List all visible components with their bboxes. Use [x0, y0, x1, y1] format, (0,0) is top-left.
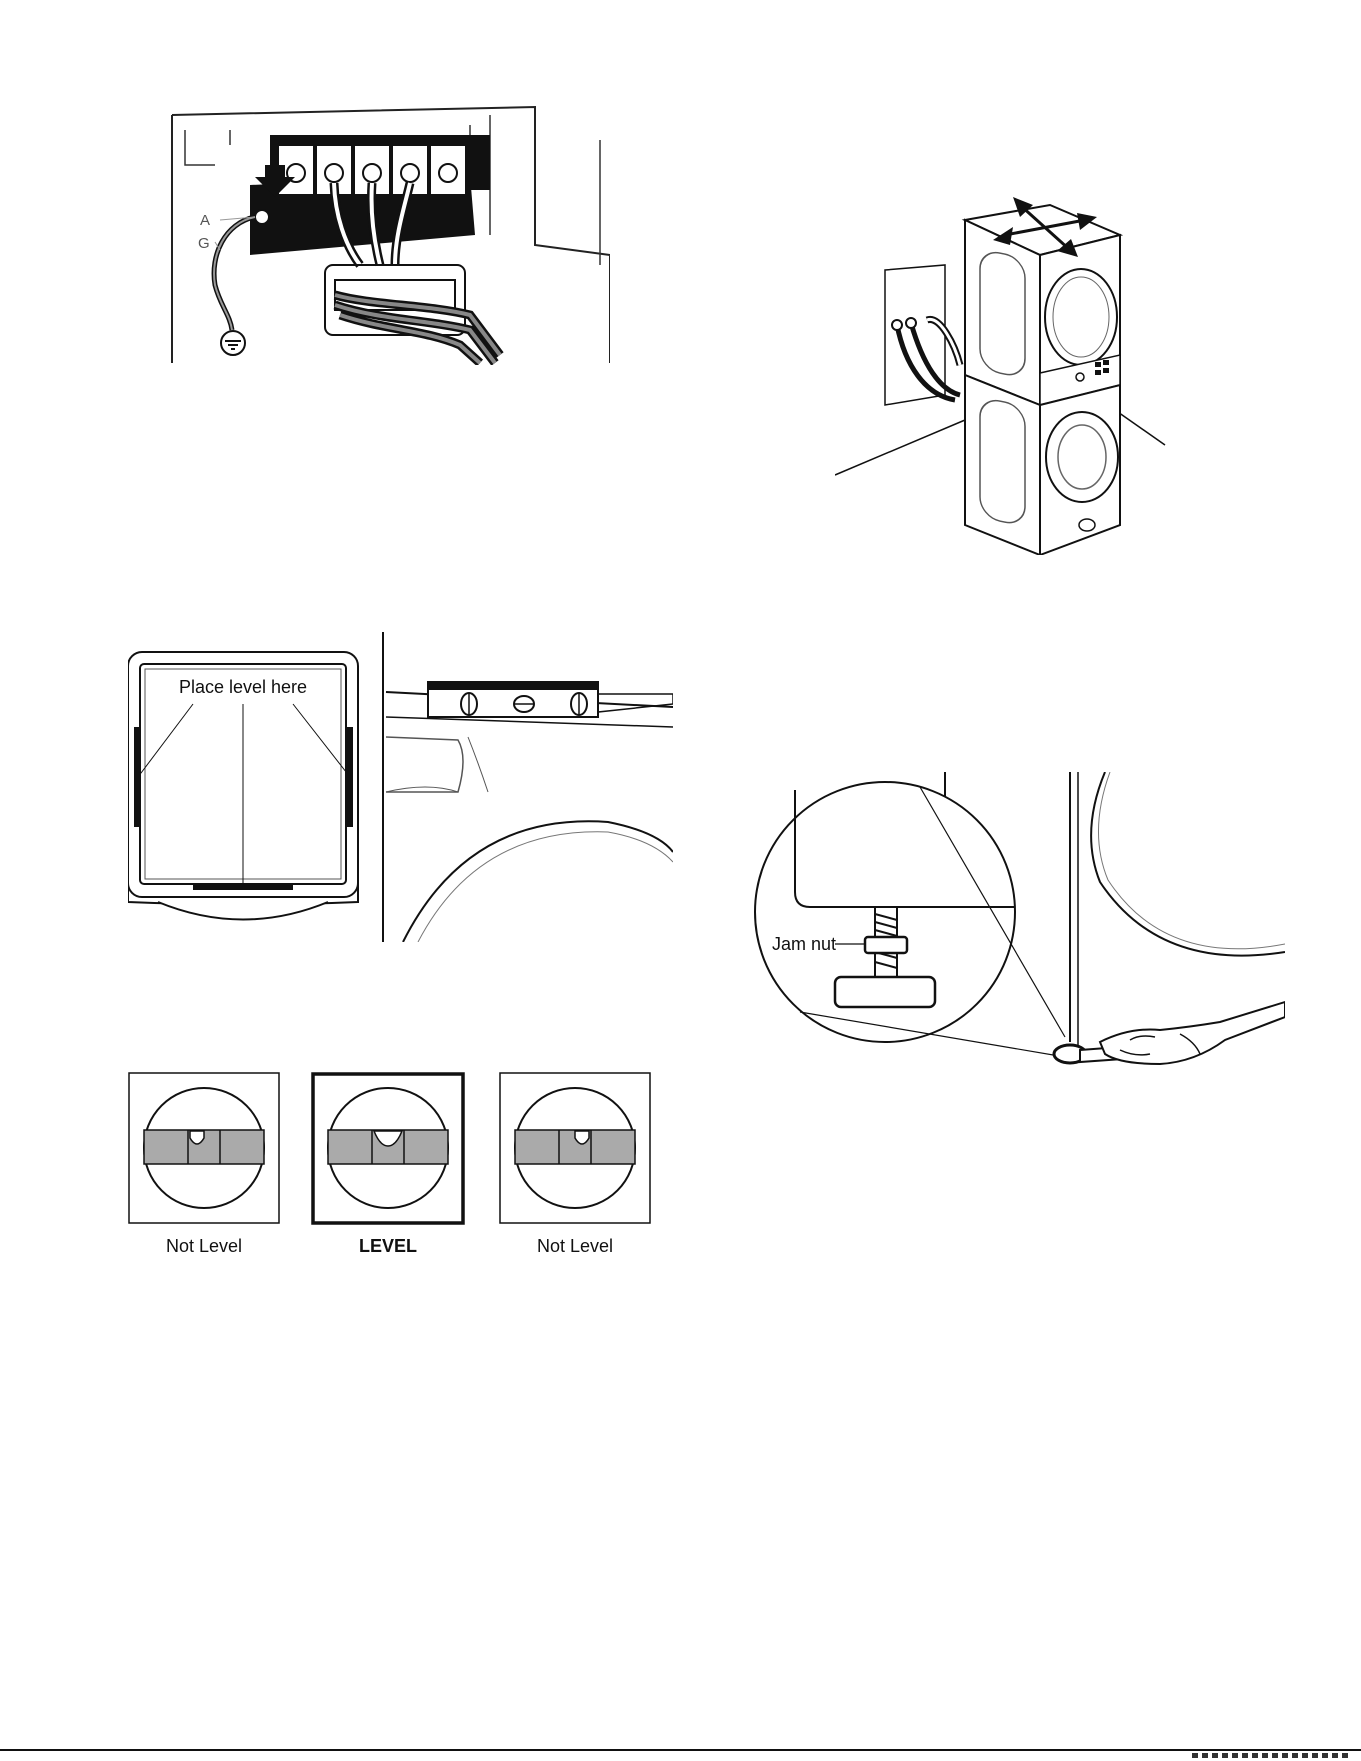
not-level-right-caption: Not Level: [537, 1236, 613, 1256]
terminal-label-g: G: [198, 235, 210, 252]
bubble-level-figure: Not Level LEVEL Not Level: [128, 1072, 653, 1267]
place-level-caption: Place level here: [179, 677, 307, 697]
not-level-left-panel: [129, 1073, 279, 1223]
footer-rule: [0, 1749, 1361, 1751]
level-center-panel: [313, 1074, 463, 1223]
jam-nut-label: Jam nut: [772, 934, 836, 954]
level-center-caption: LEVEL: [359, 1236, 417, 1256]
leveling-foot-figure: Jam nut: [740, 772, 1285, 1082]
not-level-left-caption: Not Level: [166, 1236, 242, 1256]
stacked-units-figure: [835, 195, 1175, 555]
terminal-label-a: A: [200, 212, 210, 229]
level-placement-figure: Place level here: [128, 632, 673, 942]
not-level-right-panel: [500, 1073, 650, 1223]
terminal-block-figure: A G: [170, 105, 610, 365]
footer-marks: [1192, 1753, 1352, 1758]
